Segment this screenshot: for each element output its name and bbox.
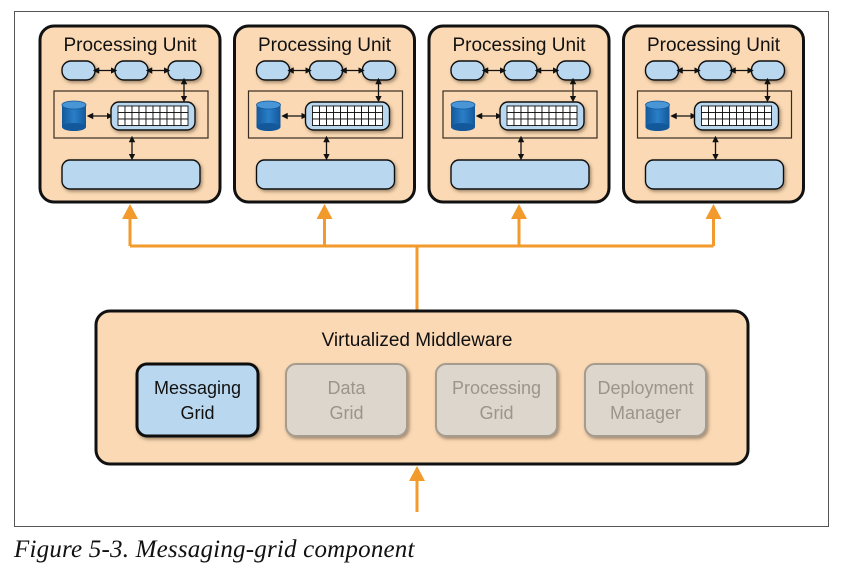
processing-unit-bar: [644, 159, 785, 190]
arrowhead-up-icon: [705, 204, 722, 219]
virtualized-middleware: Virtualized Middleware MessagingGridData…: [94, 309, 750, 466]
middleware-title: Virtualized Middleware: [322, 330, 513, 351]
queue-node: [308, 60, 344, 81]
orange-connectors: [122, 204, 722, 512]
queue-node: [61, 60, 96, 81]
processing-unit-bar: [255, 159, 396, 190]
queue-node: [167, 60, 202, 81]
component-label-line1: Messaging: [154, 378, 241, 398]
arrowhead-up-icon: [511, 204, 527, 219]
database-icon: [645, 100, 670, 131]
component-box: [584, 363, 707, 437]
database-icon: [61, 100, 87, 131]
database-icon: [450, 100, 476, 131]
processing-unit: Processing Unit: [622, 24, 805, 204]
processing-unit-bar: [61, 159, 201, 190]
processing-unit-title: Processing Unit: [63, 35, 197, 56]
component-label-line2: Grid: [329, 403, 363, 423]
component-label-line2: Grid: [479, 403, 513, 423]
processing-unit: Processing Unit: [233, 24, 416, 204]
figure-caption: Figure 5-3. Messaging-grid component: [14, 536, 415, 563]
component-label-line1: Data: [327, 378, 366, 398]
component-box: [285, 363, 408, 437]
data-grid-icon: [499, 101, 585, 131]
component-label-line2: Manager: [610, 403, 681, 423]
processing-unit: Processing Unit: [427, 24, 611, 204]
processing-unit-title: Processing Unit: [258, 35, 392, 56]
arrowhead-up-icon: [122, 204, 138, 219]
processing-unit-title: Processing Unit: [647, 35, 781, 56]
processing-unit-bar: [450, 159, 590, 190]
component-label-line2: Grid: [180, 403, 214, 423]
queue-node: [697, 60, 733, 81]
queue-node: [255, 60, 291, 81]
component-box: [435, 363, 558, 437]
arrowhead-up-icon: [316, 204, 333, 219]
data-grid-icon: [110, 101, 196, 131]
queue-node: [556, 60, 591, 81]
queue-node: [750, 60, 786, 81]
arrowhead-up-icon: [409, 466, 425, 481]
queue-node: [450, 60, 485, 81]
processing-unit: Processing Unit: [38, 24, 222, 204]
queue-node: [644, 60, 680, 81]
component-label-line1: Processing: [452, 378, 541, 398]
component-label-line1: Deployment: [597, 378, 693, 398]
database-icon: [256, 100, 281, 131]
processing-unit-title: Processing Unit: [452, 35, 586, 56]
data-grid-icon: [693, 101, 780, 131]
queue-node: [361, 60, 397, 81]
component-box: [135, 362, 260, 438]
queue-node: [503, 60, 538, 81]
queue-node: [114, 60, 149, 81]
data-grid-icon: [304, 101, 391, 131]
